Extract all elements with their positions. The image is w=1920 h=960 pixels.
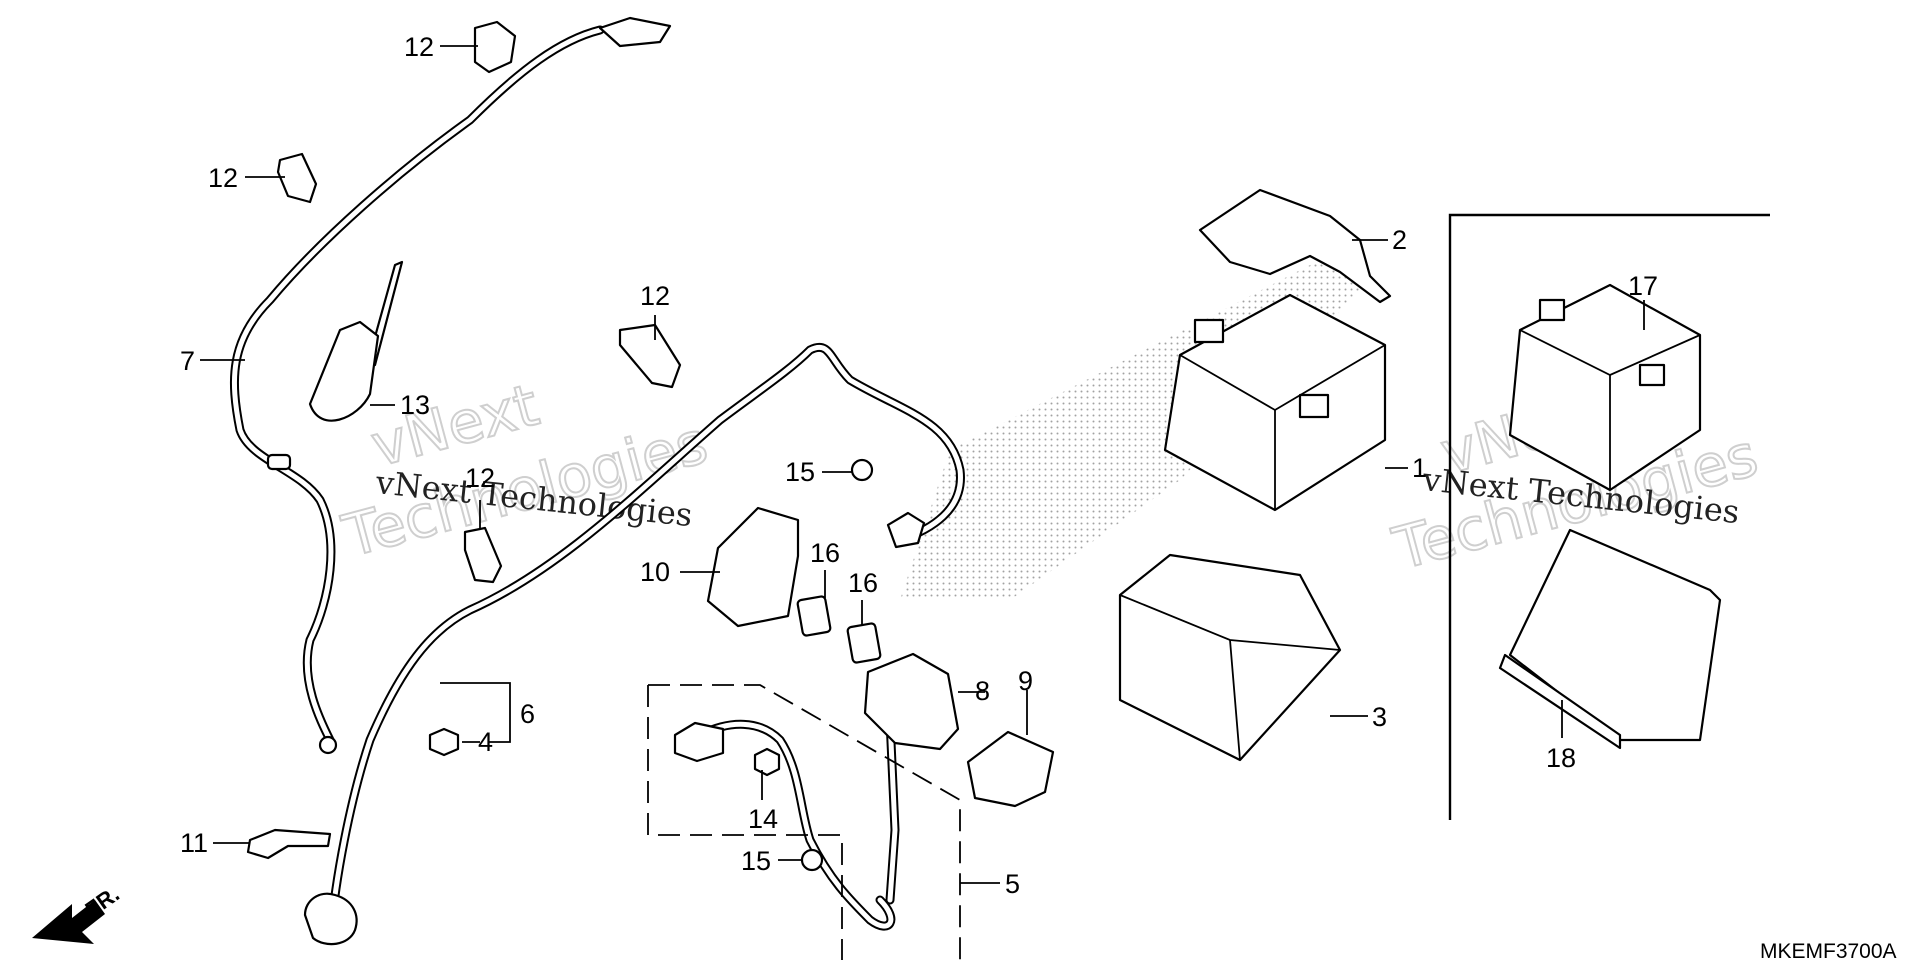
callout-4: 4 (478, 727, 493, 757)
part-6-cable (303, 342, 965, 946)
part-14-bolt (753, 747, 781, 777)
part-15-bolt-a (850, 458, 874, 482)
part-13-tie (308, 260, 404, 422)
part-12-clip-d (463, 526, 503, 584)
part-15-bolt-b (800, 848, 824, 872)
callout-12-c: 12 (640, 281, 670, 311)
callout-18: 18 (1546, 743, 1576, 773)
leader-lines (200, 45, 1645, 884)
part-10-cover (706, 506, 800, 628)
callout-2: 2 (1392, 225, 1407, 255)
callouts: 12 12 7 12 13 12 15 10 16 16 8 9 6 4 11 … (180, 32, 1658, 899)
part-12-clip-c (618, 323, 682, 389)
callout-9: 9 (1018, 666, 1033, 696)
callout-1: 1 (1412, 453, 1427, 483)
callout-8: 8 (975, 676, 990, 706)
callout-12-b: 12 (208, 163, 238, 193)
callout-16-a: 16 (810, 538, 840, 568)
callout-3: 3 (1372, 702, 1387, 732)
callout-13: 13 (400, 390, 430, 420)
callout-15-b: 15 (741, 846, 771, 876)
assembly-5-box (647, 684, 961, 960)
callout-17: 17 (1628, 271, 1658, 301)
separator-frame (1448, 213, 1770, 820)
part-16-fuse-a (796, 595, 832, 637)
diagram-code: MKEMF3700A (1760, 940, 1897, 960)
part-5-cable (673, 715, 900, 931)
part-2-band (1198, 188, 1392, 304)
part-16-fuse-b (846, 622, 882, 664)
part-3-box (1118, 553, 1342, 762)
callout-12-d: 12 (465, 463, 495, 493)
callout-10: 10 (640, 557, 670, 587)
front-arrow-icon (32, 900, 105, 944)
part-12-clip-b (276, 152, 318, 204)
part-9-cover (966, 730, 1055, 808)
part-7-cable (229, 16, 672, 755)
part-11-clip (246, 828, 332, 860)
part-8-relay (863, 652, 960, 751)
callout-12-a: 12 (404, 32, 434, 62)
callout-7: 7 (180, 346, 195, 376)
callout-11: 11 (180, 828, 208, 858)
part-18-plate (1498, 528, 1722, 750)
callout-16-b: 16 (848, 568, 878, 598)
callout-14: 14 (748, 804, 778, 834)
front-direction-indicator: FR. (32, 881, 124, 944)
part-4-bolt (428, 727, 460, 757)
callout-15-a: 15 (785, 457, 815, 487)
part-12-clip-a (473, 20, 517, 74)
part-17-battery (1508, 283, 1702, 492)
part-1-battery (1163, 293, 1387, 512)
callout-5: 5 (1005, 869, 1020, 899)
callout-6: 6 (520, 699, 535, 729)
